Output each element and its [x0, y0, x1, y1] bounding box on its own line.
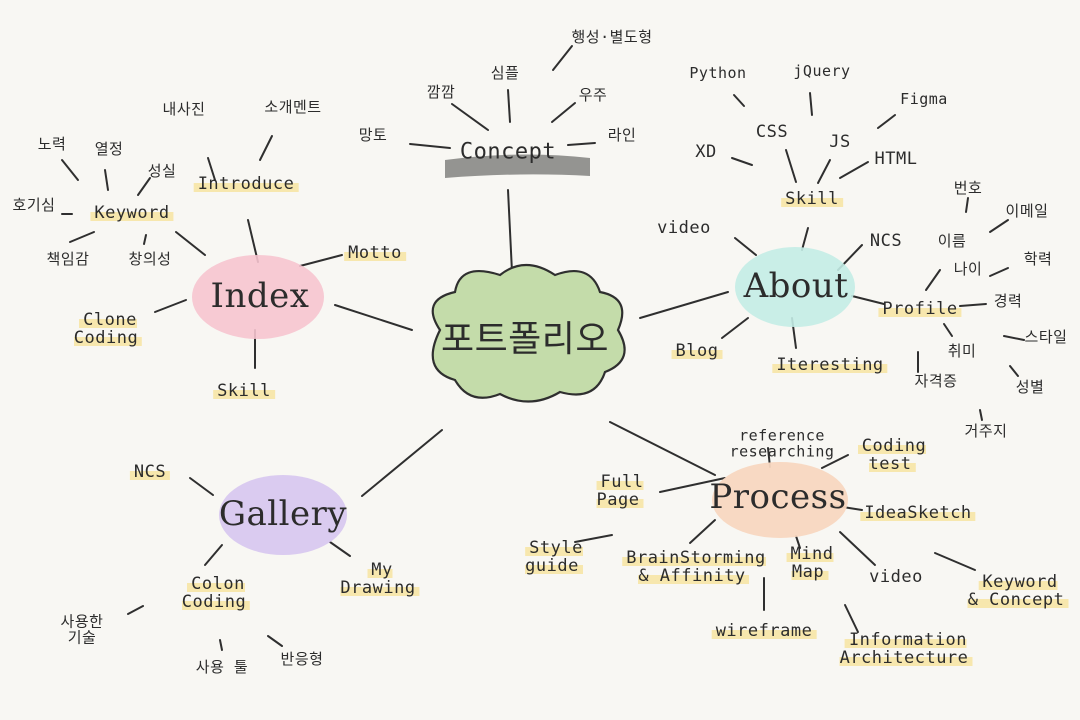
process-title: Process	[709, 477, 847, 518]
about-ncs: NCS	[869, 231, 903, 252]
about-video: video	[657, 218, 711, 239]
center-cloud	[431, 263, 626, 403]
skill-jquery: jQuery	[793, 62, 851, 81]
index-motto: Motto	[344, 243, 406, 264]
gallery-title: Gallery	[218, 494, 348, 535]
profile-education: 학력	[1023, 250, 1053, 269]
skill-python: Python	[689, 64, 747, 83]
process-bubble	[712, 462, 848, 538]
index-bubble	[192, 255, 324, 339]
center-title: 포트폴리오	[440, 319, 610, 361]
about-interesting: Iteresting	[772, 355, 888, 376]
profile-number: 번호	[953, 179, 983, 198]
gallery-tools-used: 사용 툴	[195, 658, 249, 677]
skill-xd: XD	[695, 142, 717, 163]
process-information-architecture: Information Architecture	[839, 630, 973, 668]
concept-item-mangto: 망토	[358, 126, 388, 145]
concept-item-lain: 라인	[607, 126, 637, 145]
profile-age: 나이	[953, 260, 983, 279]
concept-title: Concept	[459, 139, 557, 165]
index-intro-comment: 소개멘트	[264, 98, 322, 117]
skill-css: CSS	[755, 122, 789, 143]
concept-item-uju: 우주	[578, 86, 608, 105]
process-idea-sketch: IdeaSketch	[860, 503, 976, 524]
skill-html: HTML	[874, 149, 918, 170]
about-title: About	[743, 266, 849, 307]
index-intro-my-photo: 내사진	[162, 100, 206, 119]
skill-js: JS	[829, 132, 851, 153]
about-blog: Blog	[671, 341, 723, 362]
concept-marker	[445, 154, 590, 178]
index-keyword: Keyword	[90, 203, 174, 224]
keyword-passion: 열정	[94, 140, 124, 159]
process-brainstorming: BrainStorming & Affinity	[622, 548, 766, 586]
profile-style: 스타일	[1024, 328, 1068, 347]
gallery-colon-coding: Colon Coding	[181, 574, 251, 612]
process-keyword-concept: Keyword & Concept	[967, 572, 1069, 610]
profile-email: 이메일	[1005, 202, 1049, 221]
about-bubble	[735, 247, 855, 327]
process-reference: reference researching	[729, 426, 835, 460]
about-profile: Profile	[878, 299, 962, 320]
profile-certificate: 자격증	[914, 372, 958, 391]
process-style-guide: Style guide	[525, 538, 583, 576]
gallery-responsive: 반응형	[280, 650, 324, 669]
keyword-curiosity: 호기심	[12, 196, 56, 215]
keyword-sincerity: 성실	[147, 162, 177, 181]
keyword-effort: 노력	[37, 135, 67, 154]
concept-item-simpeul: 심플	[490, 64, 520, 83]
concept-item-kkamkkam: 깜깜	[426, 83, 456, 102]
gallery-bubble	[219, 475, 347, 555]
gallery-ncs: NCS	[129, 462, 171, 483]
about-skill: Skill	[781, 189, 843, 210]
gallery-tech-used: 사용한 기술	[60, 612, 104, 646]
keyword-creativity: 창의성	[128, 250, 172, 269]
index-introduce: Introduce	[193, 174, 299, 195]
process-wireframe: wireframe	[711, 621, 817, 642]
keyword-responsibility: 책임감	[46, 250, 90, 269]
process-video: video	[869, 567, 923, 588]
profile-hobby: 취미	[947, 342, 977, 361]
profile-residence: 거주지	[964, 422, 1008, 441]
index-clone-coding: Clone Coding	[73, 310, 143, 348]
process-full-page: Full Page	[596, 472, 644, 510]
profile-career: 경력	[993, 292, 1023, 311]
skill-figma: Figma	[900, 90, 948, 109]
concept-item-haengseong: 행성·별도형	[571, 28, 653, 47]
gallery-my-drawing: My Drawing	[340, 560, 420, 598]
process-mind-map: Mind Map	[786, 544, 834, 582]
profile-name: 이름	[937, 232, 967, 251]
process-coding-test: Coding test	[857, 436, 927, 474]
index-title: Index	[210, 276, 310, 317]
index-skill: Skill	[213, 381, 275, 402]
profile-gender: 성별	[1015, 378, 1045, 397]
